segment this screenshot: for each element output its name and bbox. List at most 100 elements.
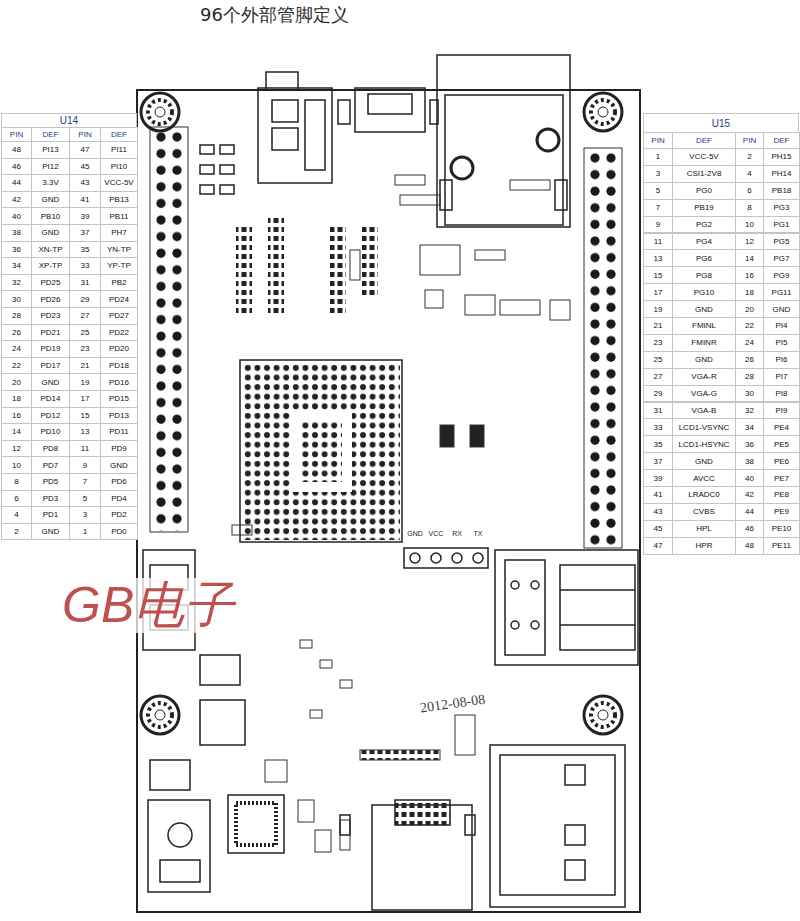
hdmi-connector [340,800,475,910]
pin-name: GND [672,351,736,369]
pin-name: YP-TP [100,257,138,275]
pin-number: 24 [735,334,764,352]
pin-number: 36 [735,435,764,453]
pin-name: PD8 [31,440,70,458]
pin-number: 25 [69,324,101,342]
mounting-hole [141,93,179,131]
pin-name: PI9 [763,402,800,420]
pin-number: 10 [735,216,764,234]
pin-number: 46 [1,158,32,176]
pin-name: PG4 [672,233,736,251]
pin-number: 7 [69,473,101,491]
pin-name: PG8 [672,266,736,284]
usb-connector [355,88,425,132]
pin-number: 28 [1,307,32,325]
pin-number: 36 [1,241,32,259]
pin-number: 27 [643,368,673,386]
pin-number: 34 [1,257,32,275]
pin-number: 30 [1,290,32,308]
mounting-hole [584,696,622,734]
components [298,800,314,822]
watermark: GB电子 [58,578,238,633]
pin-number: 35 [69,241,101,259]
pin-name: LCD1-HSYNC [672,435,736,453]
pin-number: 47 [69,141,101,159]
pin-number: 4 [735,165,764,183]
pin-number: 11 [69,440,101,458]
pin-number: 40 [1,207,32,225]
pin-name: VCC-5V [672,148,736,166]
pin-number: 35 [643,435,673,453]
components [550,300,570,320]
pin-name: PD24 [100,290,138,308]
small-headers [362,225,378,295]
pin-name: PH15 [763,148,800,166]
uart-header [404,548,488,568]
components [340,680,352,688]
pin-number: 33 [643,418,673,436]
pin-name: PD12 [31,407,70,425]
pin-name: PD4 [100,490,138,508]
pin-number: 5 [69,490,101,508]
pin-number: 8 [735,199,764,217]
mounting-hole [591,703,615,727]
column-header: DEF [672,132,736,149]
av-connector [505,560,545,655]
pin-number: 6 [1,490,32,508]
mounting-hole [141,696,179,734]
pin-number: 14 [1,423,32,441]
pin-number: 18 [1,390,32,408]
pin-number: 15 [69,407,101,425]
pin-name: GND [672,300,736,318]
mounting-hole [598,710,608,720]
pin-number: 40 [735,469,764,487]
dc-jack [148,760,210,892]
pin-number: 8 [1,473,32,491]
pin-number: 39 [643,469,673,487]
components [455,715,475,755]
pin-name: PI8 [763,385,800,403]
column-header: PIN [643,132,673,149]
pin-name: PB10 [31,207,70,225]
dc-jack [150,760,190,790]
pin-name: PD19 [31,340,70,358]
pin-name: HPL [672,520,736,538]
silkscreen-label: TX [474,530,483,537]
column-header: DEF [763,132,800,149]
column-header: DEF [31,127,70,142]
pin-name: PG1 [763,216,800,234]
pin-name: GND [763,300,800,318]
pin-number: 42 [735,486,764,504]
pin-number: 44 [1,174,32,192]
mounting-hole [148,100,172,124]
av-connector [560,589,635,591]
pin-name: PD13 [100,407,138,425]
pin-name: PI4 [763,317,800,335]
pin-number: 17 [69,390,101,408]
components [420,245,460,275]
pin-name: PI6 [763,351,800,369]
pin-name: PI13 [31,141,70,159]
pcb-outline [137,90,640,912]
column-header: PIN [69,127,101,142]
av-connector [495,550,638,665]
pin-name: PD7 [31,456,70,474]
pin-name: XN-TP [31,241,70,259]
pin-name: AVCC [672,469,736,487]
pin-name: HPR [672,537,736,555]
dc-jack [168,823,192,847]
audio-jack [200,165,214,174]
audio-jack [266,72,298,90]
silkscreen-label: VCC [429,530,444,537]
pin-number: 22 [735,317,764,335]
left-switch [200,655,240,685]
components [360,750,440,760]
pin-name: PG3 [763,199,800,217]
pin-name: GND [31,224,70,242]
pin-name: PG5 [763,233,800,251]
ethernet-jack [437,55,570,227]
soc-bga [242,362,400,540]
audio-jack [200,72,332,194]
components [465,295,495,315]
pin-header [585,149,621,547]
